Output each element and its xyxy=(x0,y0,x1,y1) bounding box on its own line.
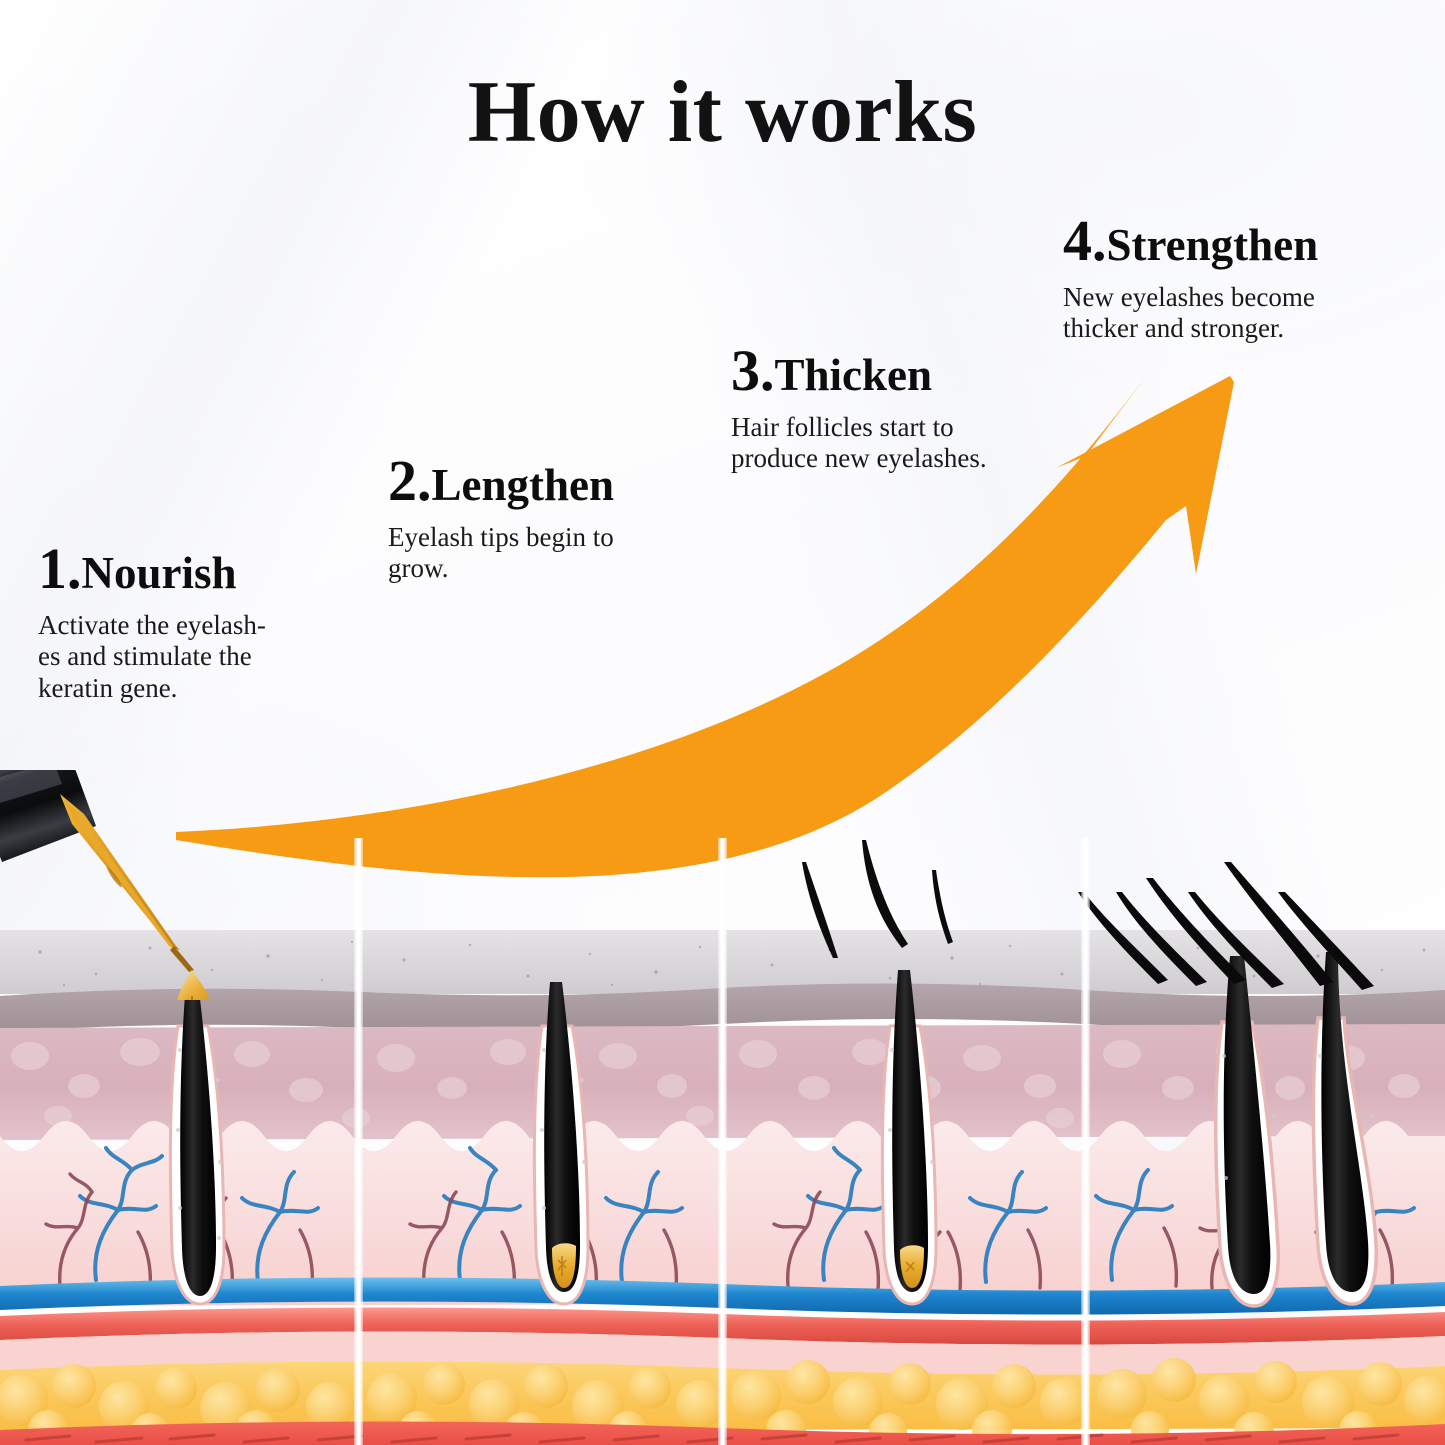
page-title: How it works xyxy=(467,64,978,161)
step-1-body: Activate the eyelash- es and stimulate t… xyxy=(38,610,266,703)
step-1-name: Nourish xyxy=(81,548,237,598)
step-4-body: New eyelashes become thicker and stronge… xyxy=(1063,282,1315,344)
step-4-number: 4. xyxy=(1063,208,1107,273)
step-2-number: 2. xyxy=(388,448,432,513)
follicle-panel-1 xyxy=(168,982,226,1306)
step-2-lengthen: 2.Lengthen Eyelash tips begin to grow. xyxy=(388,452,614,585)
step-3-heading: 3.Thicken xyxy=(731,342,987,400)
step-3-body: Hair follicles start to produce new eyel… xyxy=(731,412,987,474)
step-1-number: 1. xyxy=(38,536,82,601)
step-4-name: Strengthen xyxy=(1106,220,1319,270)
panel-divider-1 xyxy=(354,838,363,1445)
step-2-body: Eyelash tips begin to grow. xyxy=(388,522,614,584)
follicle-panel-4-left xyxy=(1213,956,1280,1308)
step-1-nourish: 1.Nourish Activate the eyelash- es and s… xyxy=(38,540,266,704)
step-4-heading: 4.Strengthen xyxy=(1063,212,1318,270)
follicle-panel-3 xyxy=(880,970,938,1306)
step-2-heading: 2.Lengthen xyxy=(388,452,614,510)
step-3-thicken: 3.Thicken Hair follicles start to produc… xyxy=(731,342,987,475)
serum-applicator-wand xyxy=(0,770,210,1000)
follicle-panel-2 xyxy=(532,982,590,1306)
panel-divider-3 xyxy=(1081,838,1090,1445)
panel-divider-2 xyxy=(718,838,727,1445)
step-3-name: Thicken xyxy=(774,350,933,400)
step-3-number: 3. xyxy=(731,338,775,403)
step-1-heading: 1.Nourish xyxy=(38,540,266,598)
follicle-panel-4-right xyxy=(1311,952,1378,1306)
step-4-strengthen: 4.Strengthen New eyelashes become thicke… xyxy=(1063,212,1318,345)
step-2-name: Lengthen xyxy=(431,460,615,510)
